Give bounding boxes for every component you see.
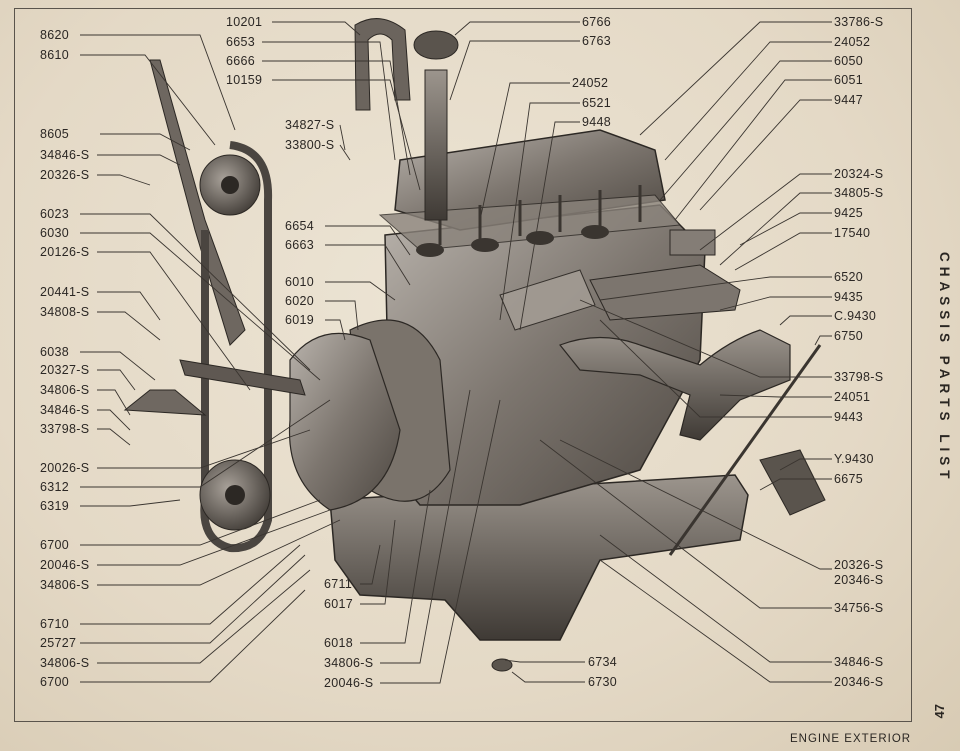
generator-bracket [179,359,306,396]
part-label: 6020 [285,294,315,308]
part-label: 6763 [582,34,612,48]
exhaust-outlet [759,449,826,516]
part-label: 6319 [40,499,70,513]
part-label: 34846-S [40,403,90,417]
part-label: 6700 [40,538,70,552]
part-label: 24052 [834,35,871,49]
part-label: 24051 [834,390,871,404]
part-label: 6520 [834,270,864,284]
part-label: 20326-S [834,558,884,572]
part-label: 6050 [834,54,864,68]
part-label: 6653 [226,35,256,49]
part-label: 34827-S [285,118,335,132]
part-label: 34846-S [40,148,90,162]
part-label: 8605 [40,127,70,141]
part-label: 9435 [834,290,864,304]
part-label: 20126-S [40,245,90,259]
illustration-frame [14,8,912,722]
part-label: 20046-S [324,676,374,690]
part-label: 6711 [324,577,353,591]
part-label: Y.9430 [834,452,874,466]
head-gasket [378,194,681,251]
part-label: 6521 [582,96,612,110]
manifold-gasket [499,269,596,331]
part-label: 6734 [588,655,618,669]
part-label: 6750 [834,329,864,343]
part-label: 33800-S [285,138,335,152]
part-label: 9448 [582,115,612,129]
part-label: 34806-S [40,578,90,592]
part-label: 6700 [40,675,70,689]
part-label: 6654 [285,219,315,233]
part-label: 34806-S [324,656,374,670]
part-label: 20346-S [834,573,884,587]
part-label: 34808-S [40,305,90,319]
part-label: 8610 [40,48,70,62]
cylinder-bores [416,225,609,257]
page-number: 47 [932,704,947,719]
drain-plug [491,658,513,672]
fan-belt [200,141,273,553]
part-label: 6666 [226,54,256,68]
oil-filler-tube [424,69,448,221]
part-label: 20324-S [834,167,884,181]
oil-filler-cap [413,30,459,60]
part-label: 10201 [226,15,263,29]
part-label: 6038 [40,345,70,359]
fan-blade [149,59,246,346]
part-label: 33798-S [834,370,884,384]
part-label: 33798-S [40,422,90,436]
intake-manifold [589,264,741,321]
part-label: 9443 [834,410,864,424]
part-label: 34806-S [40,383,90,397]
part-label: 6663 [285,238,315,252]
part-label: 34756-S [834,601,884,615]
carburetor-flange [669,229,716,256]
part-label: 34805-S [834,186,884,200]
part-label: 33786-S [834,15,884,29]
part-label: 6710 [40,617,70,631]
part-label: C.9430 [834,309,877,323]
part-label: 8620 [40,28,70,42]
oil-pan [329,474,749,641]
part-label: 6312 [40,480,70,494]
part-label: 6019 [285,313,315,327]
part-label: 6675 [834,472,864,486]
part-label: 17540 [834,226,871,240]
exhaust-manifold [559,329,791,441]
page-footer: ENGINE EXTERIOR [790,733,912,745]
part-label: 6010 [285,275,315,289]
part-label: 6030 [40,226,70,240]
front-support [123,389,207,416]
part-label: 9447 [834,93,864,107]
part-label: 6017 [324,597,354,611]
water-outlet-bracket [354,18,411,111]
section-title: CHASSIS PARTS LIST [937,252,952,484]
part-label: 20346-S [834,675,884,689]
part-label: 34806-S [40,656,90,670]
part-label: 6730 [588,675,618,689]
part-label: 6018 [324,636,354,650]
part-label: 34846-S [834,655,884,669]
part-label: 6766 [582,15,612,29]
head-studs [438,185,642,245]
part-label: 20026-S [40,461,90,475]
part-label: 20046-S [40,558,90,572]
part-label: 6023 [40,207,70,221]
part-label: 6051 [834,73,864,87]
part-label: 20441-S [40,285,90,299]
part-label: 20327-S [40,363,90,377]
part-label: 9425 [834,206,864,220]
oil-dipstick [668,344,822,556]
part-label: 24052 [572,76,609,90]
part-label: 25727 [40,636,77,650]
part-label: 10159 [226,73,263,87]
part-label: 20326-S [40,168,90,182]
